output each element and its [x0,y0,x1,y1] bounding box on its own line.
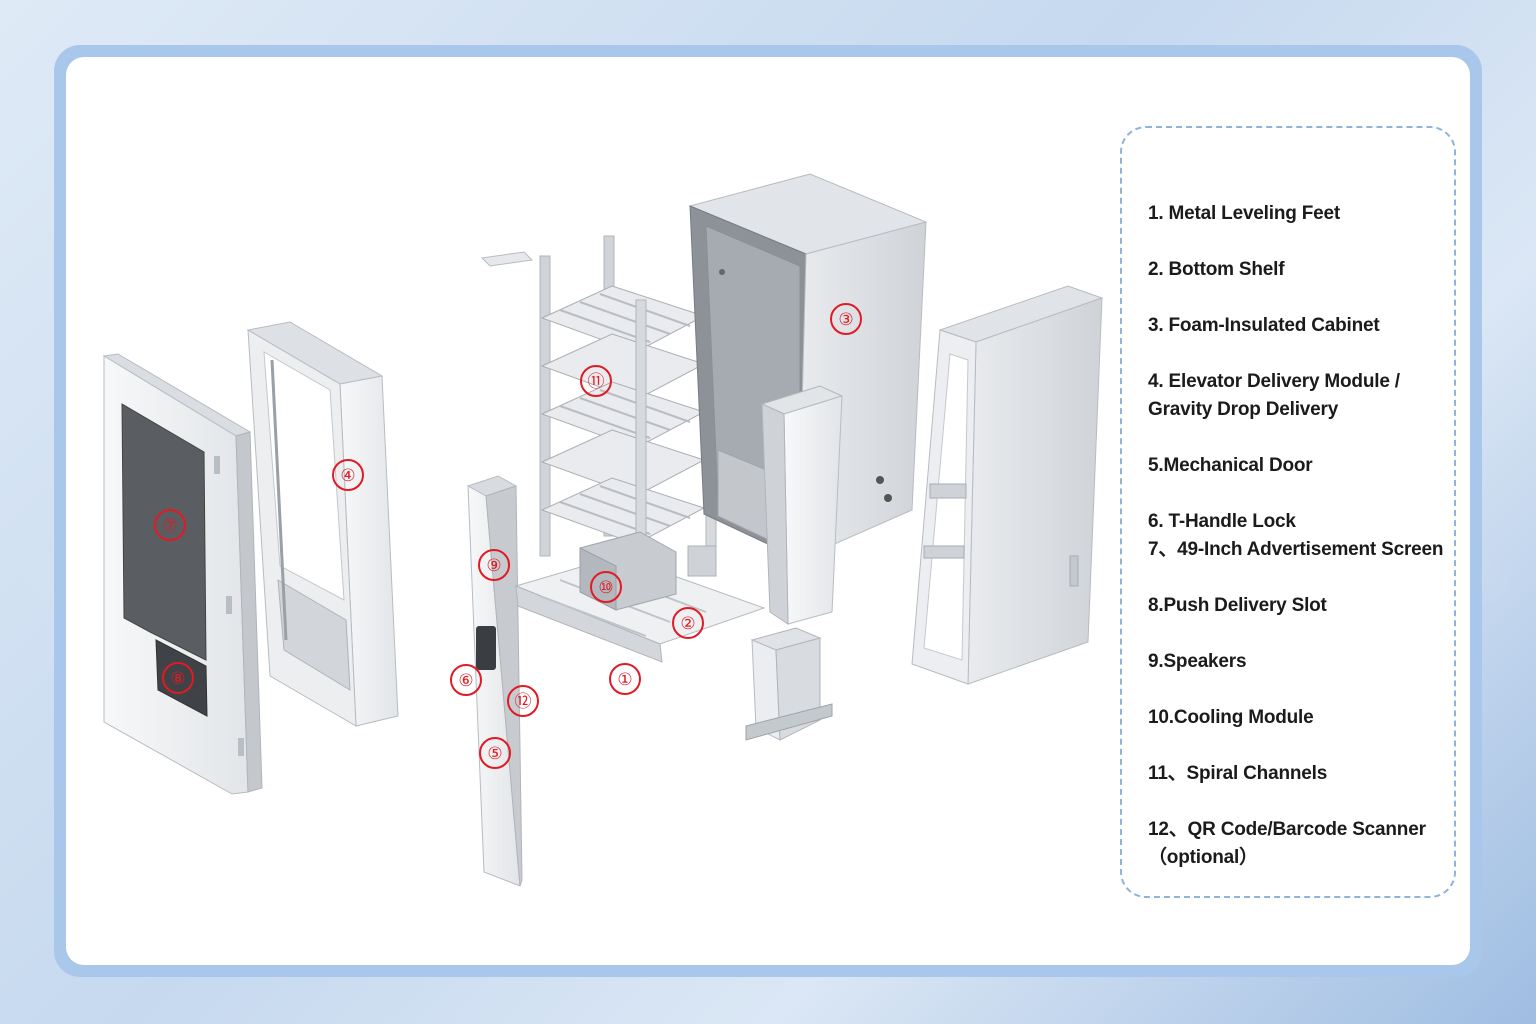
callout-4-label: ④ [340,466,355,486]
legend-item: 3. Foam-Insulated Cabinet [1148,315,1380,336]
callout-12-marker [507,685,539,717]
callout-5-label: ⑤ [487,744,502,764]
callout-5-marker [479,737,511,769]
legend-item: 11、Spiral Channels [1148,763,1328,784]
elevator-module-part [246,321,399,727]
legend-list: 1. Metal Leveling Feet 2. Bottom Shelf 3… [1148,200,1444,872]
side-panel-part [911,285,1104,685]
legend-item: 12、QR Code/Barcode Scanner （optional） [1148,819,1426,868]
callout-9-label: ⑨ [486,556,501,576]
legend-item: 10.Cooling Module [1148,707,1314,728]
callout-1-label: ① [617,670,632,690]
legend-item: 2. Bottom Shelf [1148,259,1285,280]
callout-6-label: ⑥ [458,671,473,691]
callout-8-marker [162,662,194,694]
legend-item: 6. T-Handle Lock 7、49-Inch Advertisement… [1148,511,1444,560]
callout-2-marker [672,607,704,639]
callout-10-label: ⑩ [598,578,613,598]
callout-7-label: ⑦ [162,516,177,536]
legend-item: 9.Speakers [1148,651,1247,672]
legend-item: 1. Metal Leveling Feet [1148,203,1340,224]
legend-item: 8.Push Delivery Slot [1148,595,1327,616]
callout-10-marker [590,571,622,603]
legend-item: 5.Mechanical Door [1148,455,1313,476]
callout-9-marker [478,549,510,581]
callout-12-label: ⑫ [515,692,532,712]
callout-2-label: ② [680,614,695,634]
callout-4-marker [332,459,364,491]
callout-8-label: ⑧ [170,669,185,689]
legend-item: 4. Elevator Delivery Module / Gravity Dr… [1148,371,1400,420]
callout-3-label: ③ [838,310,853,330]
bottom-shelf-part [514,531,766,663]
legend-box: 1. Metal Leveling Feet 2. Bottom Shelf 3… [1120,126,1456,898]
side-door-part [466,475,523,887]
callout-11-label: ⑪ [588,372,605,392]
delivery-slot-part [745,385,844,741]
front-door-part [102,353,263,795]
callout-11-marker [580,365,612,397]
callout-3-marker [830,303,862,335]
callout-7-marker [154,509,186,541]
callout-1-marker [609,663,641,695]
callout-6-marker [450,664,482,696]
